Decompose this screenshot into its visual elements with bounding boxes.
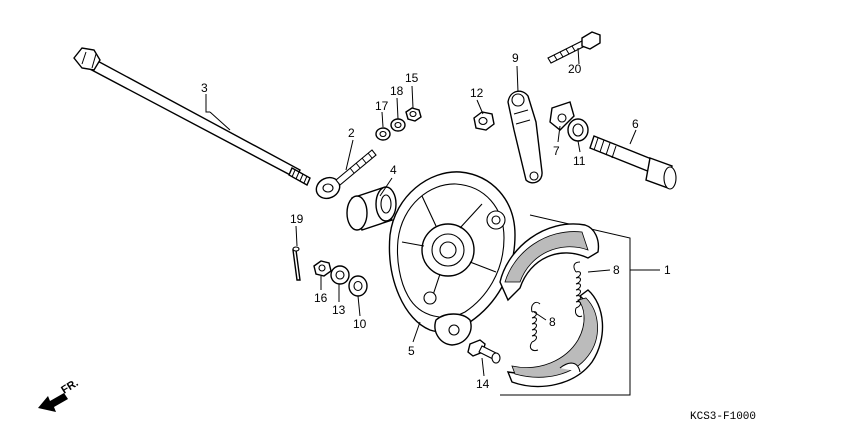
leader-lines	[205, 47, 660, 377]
callout-12: 12	[470, 86, 484, 100]
part-2-adjusting-bolt	[315, 149, 377, 200]
part-17-washer	[375, 127, 391, 141]
part-7-indicator-plate	[549, 101, 575, 131]
callout-14: 14	[476, 377, 490, 391]
callout-6: 6	[632, 117, 639, 131]
callout-16: 16	[314, 291, 328, 305]
callout-9: 9	[512, 51, 519, 65]
part-6-brake-cam	[589, 135, 677, 190]
callout-13: 13	[332, 303, 346, 317]
callout-2: 2	[348, 126, 355, 140]
callout-8-upper: 8	[613, 263, 620, 277]
callout-19: 19	[290, 212, 304, 226]
callout-5: 5	[408, 344, 415, 358]
part-1-brake-shoes	[499, 214, 631, 396]
part-16-nut	[313, 260, 332, 277]
callout-8-lower: 8	[549, 315, 556, 329]
part-9-brake-arm	[507, 90, 543, 184]
callout-18: 18	[390, 84, 404, 98]
callout-10: 10	[353, 317, 367, 331]
front-direction-label: FR.	[59, 377, 80, 397]
part-8-spring-lower	[529, 301, 541, 351]
callout-7: 7	[553, 144, 560, 158]
callout-4: 4	[390, 163, 397, 177]
drawing-code: KCS3-F1000	[690, 411, 756, 423]
callout-20: 20	[568, 62, 582, 76]
part-3-axle	[73, 47, 311, 186]
callout-3: 3	[201, 81, 208, 95]
part-18-washer	[390, 118, 406, 132]
callout-1: 1	[664, 263, 671, 277]
part-10-washer	[348, 275, 368, 297]
part-8-spring-upper	[573, 261, 583, 317]
part-12-nut	[473, 111, 495, 131]
callout-labels: 1 2 3 4 5 6 7 8 8 9 10 11 12 13 14 15 16…	[201, 51, 671, 391]
part-4-collar	[346, 186, 397, 231]
part-14-bolt	[467, 339, 501, 364]
callout-15: 15	[405, 71, 419, 85]
part-15-nut	[405, 107, 422, 122]
part-5-brake-panel	[388, 171, 516, 346]
front-direction-arrow-icon: FR.	[38, 377, 81, 412]
callout-11: 11	[573, 154, 586, 168]
part-19-cotter-pin	[292, 246, 301, 281]
part-20-bolt	[547, 31, 601, 64]
callout-17: 17	[375, 99, 389, 113]
part-11-seal	[567, 118, 589, 142]
part-13-washer	[330, 265, 350, 285]
